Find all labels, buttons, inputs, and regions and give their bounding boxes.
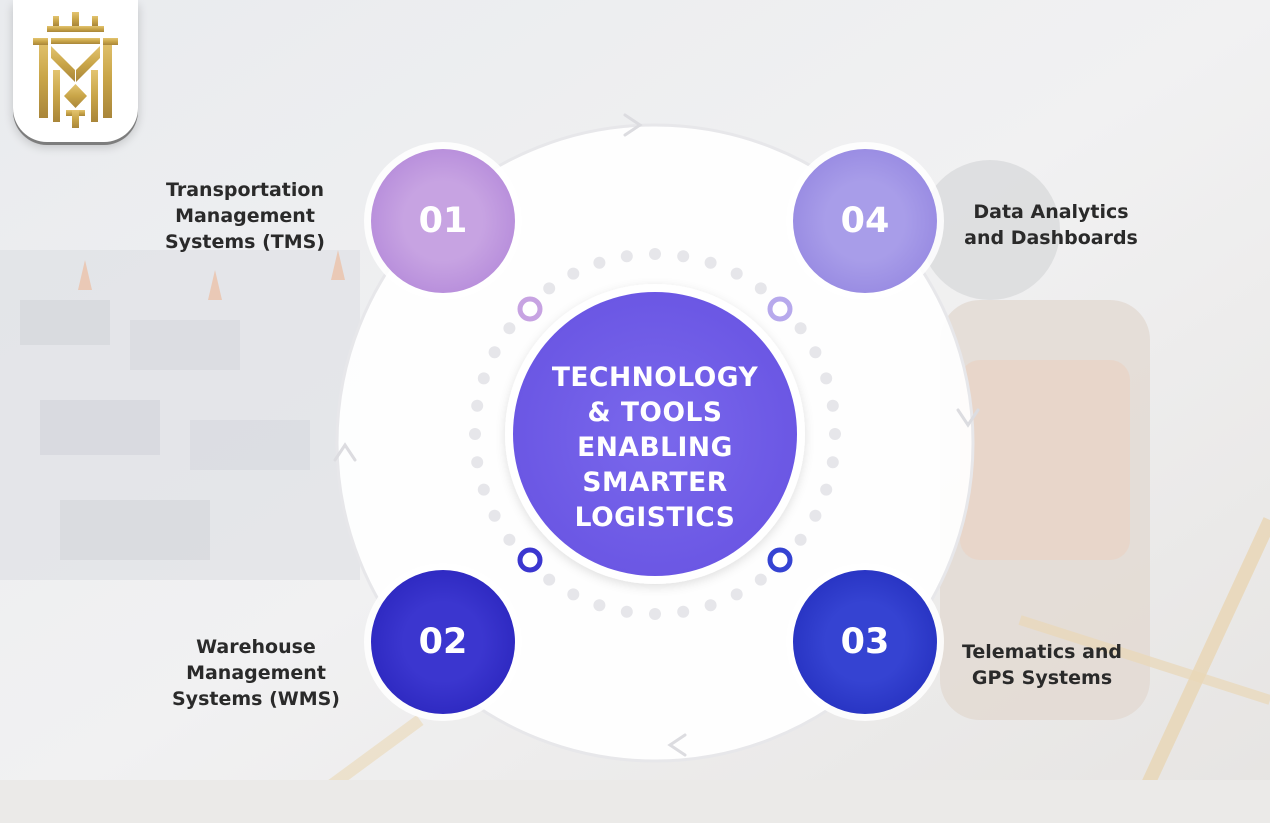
ring-dot bbox=[794, 533, 807, 546]
ring-dot bbox=[754, 282, 767, 295]
ring-dot bbox=[820, 483, 833, 496]
ring-dot bbox=[704, 599, 717, 612]
ring-dot bbox=[471, 456, 484, 469]
ring-dot bbox=[503, 533, 516, 546]
ring-dot bbox=[567, 267, 580, 280]
step-label-03-line-1: Telematics and bbox=[961, 641, 1123, 663]
step-label-04-line-2: and Dashboards bbox=[964, 227, 1138, 249]
step-number-02: 02 bbox=[419, 622, 468, 662]
ring-dot bbox=[649, 248, 661, 260]
ring-dot bbox=[826, 456, 839, 469]
step-label-04-line-1: Data Analytics bbox=[973, 201, 1129, 223]
step-number-03: 03 bbox=[841, 622, 890, 662]
center-circle bbox=[513, 292, 797, 576]
ring-dot bbox=[754, 573, 767, 586]
ring-dot bbox=[620, 605, 633, 618]
outer-ring-outline bbox=[335, 123, 975, 763]
step-label-02-line-1: Warehouse bbox=[196, 636, 316, 658]
ring-dot bbox=[488, 509, 501, 522]
step-node-03: 03 bbox=[786, 563, 944, 721]
step-label-01: Transportation Management Systems (TMS) bbox=[125, 177, 365, 255]
accent-ring-top-left bbox=[517, 296, 543, 322]
crown-shield-logo-icon bbox=[33, 12, 118, 128]
step-node-01: 01 bbox=[364, 142, 522, 300]
ring-dot bbox=[677, 605, 690, 618]
ring-arrow-top bbox=[623, 113, 643, 137]
ring-dot bbox=[567, 588, 580, 601]
step-node-02: 02 bbox=[364, 563, 522, 721]
step-label-02: Warehouse Management Systems (WMS) bbox=[136, 634, 376, 712]
step-label-01-line-2: Management bbox=[175, 205, 315, 227]
ring-dot bbox=[469, 428, 481, 440]
accent-ring-top-right bbox=[767, 296, 793, 322]
logo-card[interactable] bbox=[13, 0, 138, 142]
ring-dot bbox=[649, 608, 661, 620]
ring-dot bbox=[543, 573, 556, 586]
step-number-01: 01 bbox=[419, 201, 468, 241]
center-line-2: & TOOLS bbox=[588, 397, 723, 428]
step-node-04: 04 bbox=[786, 142, 944, 300]
ring-dot bbox=[829, 428, 841, 440]
center-line-5: LOGISTICS bbox=[575, 502, 736, 533]
step-label-04: Data Analytics and Dashboards bbox=[931, 199, 1171, 251]
ring-dot bbox=[543, 282, 556, 295]
ring-dot bbox=[593, 256, 606, 269]
ring-dot bbox=[477, 483, 490, 496]
accent-ring-bottom-left bbox=[517, 547, 543, 573]
ring-dot bbox=[820, 372, 833, 385]
center-line-1: TECHNOLOGY bbox=[552, 362, 759, 393]
ring-dot bbox=[477, 372, 490, 385]
ring-dot bbox=[503, 322, 516, 335]
ring-dot bbox=[809, 509, 822, 522]
step-label-02-line-2: Management bbox=[186, 662, 326, 684]
ring-dot bbox=[794, 322, 807, 335]
center-line-3: ENABLING bbox=[577, 432, 733, 463]
step-label-01-line-1: Transportation bbox=[165, 179, 324, 201]
step-label-01-line-3: Systems (TMS) bbox=[165, 231, 325, 253]
ring-arrow-bottom bbox=[667, 733, 687, 757]
ring-dot bbox=[730, 588, 743, 601]
step-label-03-line-2: GPS Systems bbox=[971, 667, 1113, 689]
ring-dot bbox=[809, 346, 822, 359]
ring-dot bbox=[704, 256, 717, 269]
ring-dot bbox=[826, 399, 839, 412]
accent-ring-bottom-right bbox=[767, 547, 793, 573]
ring-dot bbox=[488, 346, 501, 359]
step-label-03: Telematics and GPS Systems bbox=[922, 639, 1162, 691]
ring-dot bbox=[677, 250, 690, 263]
ring-dot bbox=[593, 599, 606, 612]
ring-arrow-right bbox=[956, 408, 980, 428]
center-line-4: SMARTER bbox=[582, 467, 727, 498]
ring-dot bbox=[620, 250, 633, 263]
ring-dot bbox=[730, 267, 743, 280]
step-number-04: 04 bbox=[841, 201, 890, 241]
ring-arrow-left bbox=[333, 442, 357, 462]
ring-dot bbox=[471, 399, 484, 412]
step-label-02-line-3: Systems (WMS) bbox=[172, 688, 340, 710]
